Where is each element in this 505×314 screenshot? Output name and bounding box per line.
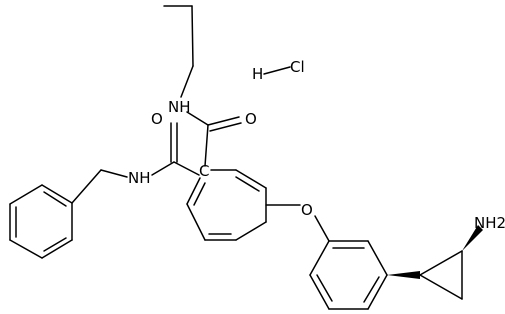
bond [209, 122, 242, 132]
bond [191, 5, 194, 67]
bond [193, 182, 206, 206]
atom-label-nh: NH [128, 169, 151, 187]
atom-labels: NH O O NH C O NH2 H Cl [128, 58, 505, 232]
bond [314, 215, 330, 242]
bonds [9, 5, 463, 310]
stereo-wedges [387, 225, 483, 279]
wedge-bond [462, 225, 483, 251]
bond [186, 177, 201, 205]
bond [41, 184, 73, 204]
atom-label-o: O [245, 110, 257, 128]
wedge-bond [387, 271, 420, 279]
bond [309, 240, 330, 276]
bond [363, 276, 380, 303]
bond [71, 169, 102, 204]
bond [100, 169, 128, 178]
bond [316, 274, 333, 302]
bond [235, 221, 267, 241]
atom-label-nh: NH [168, 98, 191, 116]
bond [309, 274, 330, 310]
bond [151, 161, 175, 176]
bond [367, 240, 388, 276]
bond [41, 239, 73, 259]
bond [419, 274, 463, 300]
atom-label-nh2: NH2 [474, 214, 505, 232]
salt-cl-label: Cl [290, 58, 305, 76]
atom-label-c: C [199, 162, 209, 180]
bond [207, 116, 240, 126]
bond [9, 184, 43, 205]
bond [186, 111, 209, 126]
bond [367, 274, 388, 310]
bond [204, 124, 209, 167]
bond [9, 239, 43, 259]
atom-label-o: O [301, 201, 313, 219]
bond [235, 176, 260, 192]
bond [173, 161, 200, 176]
salt-h-label: H [252, 65, 263, 83]
atom-label-o: O [151, 110, 163, 128]
bond [419, 250, 463, 276]
bond [180, 65, 194, 98]
bond [186, 203, 206, 241]
salt-bond [263, 66, 291, 75]
bond [235, 169, 267, 189]
bond [43, 237, 67, 252]
bond [43, 191, 67, 207]
